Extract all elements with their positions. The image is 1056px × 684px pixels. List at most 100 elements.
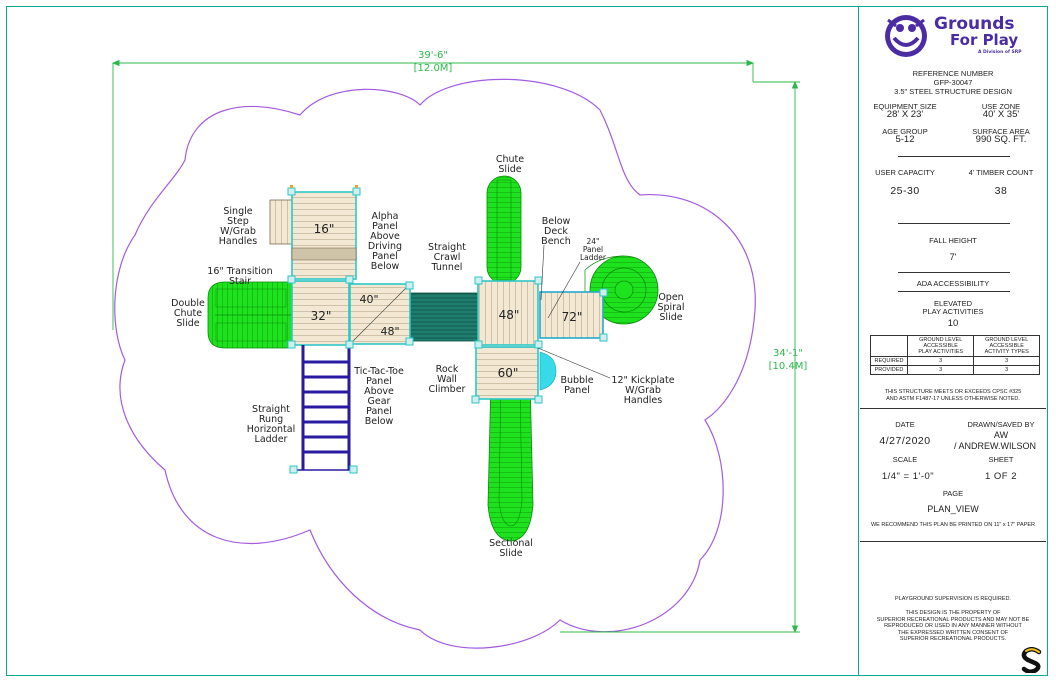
brand-name-line1: Grounds	[934, 14, 1015, 34]
ada-provided-1: 3	[906, 365, 975, 375]
dimension-height	[560, 80, 800, 634]
supervision-note: PLAYGROUND SUPERVISION IS REQUIRED.	[895, 596, 1011, 602]
timber-count-value: 38	[994, 185, 1008, 197]
use-zone-value: 40' X 35'	[982, 109, 1020, 120]
ada-provided-2: 3	[973, 365, 1040, 375]
elevated-value: 10	[947, 318, 959, 329]
page-label: PAGE	[942, 489, 964, 498]
deck-label-60: 60"	[498, 366, 519, 380]
surface-area-value: 990 SQ. FT.	[975, 134, 1027, 145]
age-group-label: AGE GROUP	[882, 127, 928, 136]
ada-label: ADA ACCESSIBILITY	[916, 279, 990, 288]
open-spiral-slide	[584, 255, 659, 325]
sectional-slide	[487, 377, 534, 542]
scale-label: SCALE	[892, 455, 918, 464]
support-posts	[287, 187, 608, 474]
bubble-panel	[539, 351, 557, 391]
crawl-tunnel	[409, 292, 479, 342]
deck-32	[291, 280, 350, 346]
use-zone-label: USE ZONE	[981, 102, 1021, 111]
user-capacity-value: 25-30	[890, 185, 920, 197]
print-note: WE RECOMMEND THIS PLAN BE PRINTED ON 11"…	[870, 522, 1036, 528]
scale-value: 1/4" = 1'-0"	[881, 471, 935, 482]
ada-required-1: 3	[906, 356, 975, 366]
deck-60	[475, 346, 539, 400]
single-step	[269, 199, 293, 245]
dim-width-metric: [12.0M]	[414, 63, 453, 74]
reference-label: REFERENCE NUMBER	[912, 69, 994, 78]
design-description: 3.5" STEEL STRUCTURE DESIGN	[894, 87, 1012, 96]
use-zone-outline	[114, 78, 756, 649]
timber-count-label: 4' TIMBER COUNT	[968, 168, 1034, 177]
fall-height-value: 7'	[949, 252, 957, 262]
post-markers	[290, 185, 358, 188]
drawn-name: / ANDREW.WILSON	[953, 441, 1036, 451]
horizontal-ladder	[296, 345, 356, 471]
brand-mascot-icon	[885, 15, 927, 57]
title-block-divider	[858, 6, 859, 676]
double-chute-slide	[207, 281, 293, 349]
drawn-label: DRAWN/SAVED BY	[967, 420, 1035, 429]
ada-row-provided: PROVIDED	[870, 365, 908, 375]
equipment-size-label: EQUIPMENT SIZE	[873, 102, 937, 111]
deck-label-16: 16"	[314, 222, 335, 236]
page-value: PLAN_VIEW	[927, 504, 979, 514]
reference-number: GFP-30047	[933, 78, 973, 87]
divider-3	[898, 272, 1010, 273]
equipment-size-value: 28' X 23'	[886, 109, 924, 120]
srp-logo-icon	[1021, 647, 1042, 673]
deck-label-48b: 48"	[499, 308, 520, 322]
date-label: DATE	[895, 420, 915, 429]
dim-height-metric: [10.4M]	[769, 361, 808, 372]
deck-40-48	[349, 283, 411, 345]
title-block: Grounds For Play A Division of SRP REFER…	[860, 8, 1046, 674]
divider-2	[898, 223, 1010, 224]
date-value: 4/27/2020	[879, 435, 931, 447]
dim-width-label: 39'-6"	[418, 50, 448, 61]
divider-6	[860, 541, 1046, 542]
brand-tagline: A Division of SRP	[978, 50, 1022, 55]
plan-view-drawing: 39'-6" [12.0M] 34'-1" [10.4M]	[111, 50, 808, 649]
deck-label-40: 40"	[359, 293, 378, 306]
drawn-initials: AW	[993, 430, 1009, 440]
drawing-border	[6, 6, 1048, 676]
cpsc-note: THIS STRUCTURE MEETS OR EXCEEDS CPSC #32…	[884, 389, 1022, 402]
deck-48-center	[477, 280, 539, 346]
deck-label-48a: 48"	[380, 325, 399, 338]
surface-area-label: SURFACE AREA	[972, 127, 1030, 136]
deck-label-72: 72"	[562, 310, 583, 324]
brand-name-line2: For Play	[950, 31, 1019, 49]
leader-lines	[537, 244, 611, 379]
brand-logo: Grounds For Play A Division of SRP	[880, 12, 1030, 64]
ada-required-2: 3	[973, 356, 1040, 366]
dim-height-label: 34'-1"	[773, 348, 803, 359]
age-group-value: 5-12	[895, 134, 915, 145]
ada-row-required: REQUIRED	[870, 356, 908, 366]
sheet-value: 1 OF 2	[984, 471, 1018, 482]
divider-4	[898, 291, 1010, 292]
deck-label-32: 32"	[311, 309, 332, 323]
divider-5	[860, 408, 1046, 409]
chute-slide	[486, 175, 522, 285]
dimension-width	[111, 59, 755, 330]
divider-1	[898, 156, 1010, 157]
